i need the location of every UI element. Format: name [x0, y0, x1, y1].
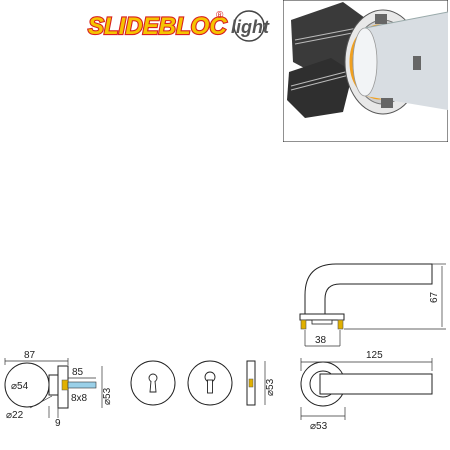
dim-escutcheon-diameter: ⌀53: [102, 387, 113, 405]
dim-rosette-thickness: 9: [55, 418, 61, 429]
dim-base-width: 38: [315, 335, 327, 346]
lever-handle-side-view: 67 38: [299, 263, 446, 347]
dim-knob-depth: 87: [24, 350, 36, 361]
escutcheon-side-view: ⌀53: [246, 360, 276, 406]
key-escutcheon: [130, 360, 176, 406]
dim-spindle-length: 85: [72, 367, 84, 378]
dim-escutcheon-side-diameter: ⌀53: [265, 378, 276, 396]
dim-handle-rosette-diameter: ⌀53: [310, 421, 328, 432]
dim-knob-diameter: ⌀54: [11, 381, 29, 392]
dim-handle-length: 125: [366, 350, 383, 361]
dim-spindle-square: 8x8: [71, 393, 88, 404]
logo-registered-mark: ®: [216, 10, 224, 21]
cylinder-escutcheon: [187, 360, 233, 406]
dim-handle-height: 67: [429, 291, 440, 303]
logo-text-light: light: [231, 17, 270, 37]
slidebloc-light-logo: SLIDEBLOC ® light: [87, 10, 270, 42]
dim-stem-diameter: ⌀22: [6, 410, 24, 421]
logo-light-circle: [233, 10, 265, 42]
lever-handle-front-view: 125 ⌀53: [300, 350, 433, 432]
knob-side-view: 87 ⌀54 ⌀22 9 85 8x8 ⌀53: [4, 350, 113, 429]
logo-text-slidebloc: SLIDEBLOC: [88, 13, 227, 40]
product-photo: [283, 0, 448, 142]
